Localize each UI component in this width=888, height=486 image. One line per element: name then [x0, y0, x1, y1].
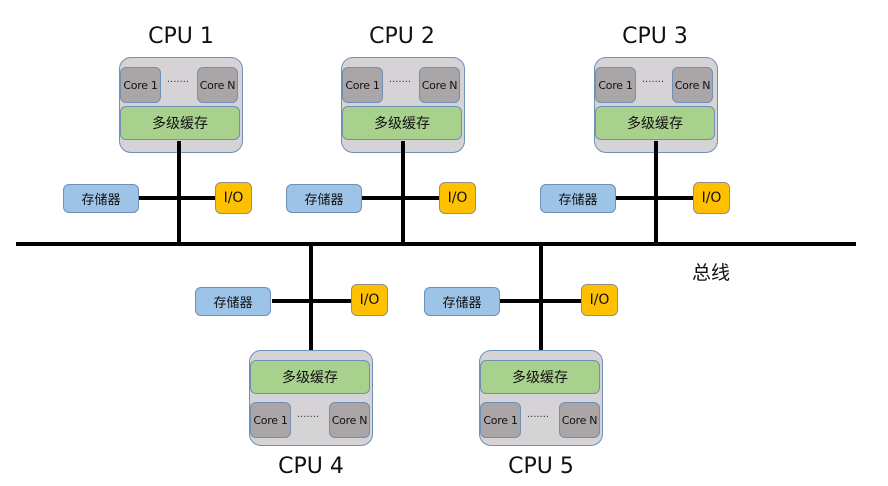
multilevel-cache: 多级缓存: [480, 360, 600, 394]
memory-io-link: [616, 196, 694, 200]
core-first: Core 1: [595, 67, 636, 103]
core-ellipsis: ·······: [166, 77, 190, 88]
cpu-title: CPU 5: [508, 454, 574, 479]
system-bus: [16, 242, 856, 246]
cpu-bus-link: [401, 141, 405, 244]
memory-block: 存储器: [424, 287, 500, 316]
core-first: Core 1: [480, 402, 521, 438]
core-first: Core 1: [250, 402, 291, 438]
core-last: Core N: [419, 67, 460, 103]
multilevel-cache: 多级缓存: [120, 106, 240, 140]
io-block: I/O: [439, 182, 476, 214]
memory-block: 存储器: [286, 184, 362, 213]
core-ellipsis: ·······: [641, 77, 665, 88]
memory-io-link: [362, 196, 440, 200]
io-block: I/O: [693, 182, 730, 214]
memory-io-link: [272, 299, 352, 303]
memory-block: 存储器: [540, 184, 616, 213]
memory-block: 存储器: [63, 184, 139, 213]
memory-io-link: [139, 196, 216, 200]
core-ellipsis: ·······: [526, 412, 550, 423]
io-block: I/O: [215, 182, 252, 214]
core-first: Core 1: [342, 67, 383, 103]
cpu-package: 多级缓存 Core 1 ······· Core N: [249, 350, 373, 446]
cpu-package: Core 1 ······· Core N 多级缓存: [341, 57, 465, 153]
io-block: I/O: [351, 284, 388, 316]
memory-block: 存储器: [195, 287, 271, 316]
cpu-title: CPU 3: [622, 24, 688, 49]
cpu-package: Core 1 ······· Core N 多级缓存: [594, 57, 718, 153]
core-last: Core N: [559, 402, 600, 438]
cpu-title: CPU 1: [148, 24, 214, 49]
cpu-title: CPU 4: [278, 454, 344, 479]
io-block: I/O: [581, 284, 618, 316]
multilevel-cache: 多级缓存: [342, 106, 462, 140]
multilevel-cache: 多级缓存: [250, 360, 370, 394]
cpu-bus-link: [654, 141, 658, 244]
cpu-title: CPU 2: [369, 24, 435, 49]
core-last: Core N: [197, 67, 238, 103]
multilevel-cache: 多级缓存: [595, 106, 715, 140]
core-last: Core N: [672, 67, 713, 103]
memory-io-link: [500, 299, 582, 303]
core-ellipsis: ·······: [296, 412, 320, 423]
cpu-package: 多级缓存 Core 1 ······· Core N: [479, 350, 603, 446]
cpu-package: Core 1 ······· Core N 多级缓存: [119, 57, 243, 153]
core-last: Core N: [329, 402, 370, 438]
core-ellipsis: ·······: [388, 77, 412, 88]
cpu-bus-link: [177, 141, 181, 244]
bus-label: 总线: [692, 262, 731, 284]
core-first: Core 1: [120, 67, 161, 103]
